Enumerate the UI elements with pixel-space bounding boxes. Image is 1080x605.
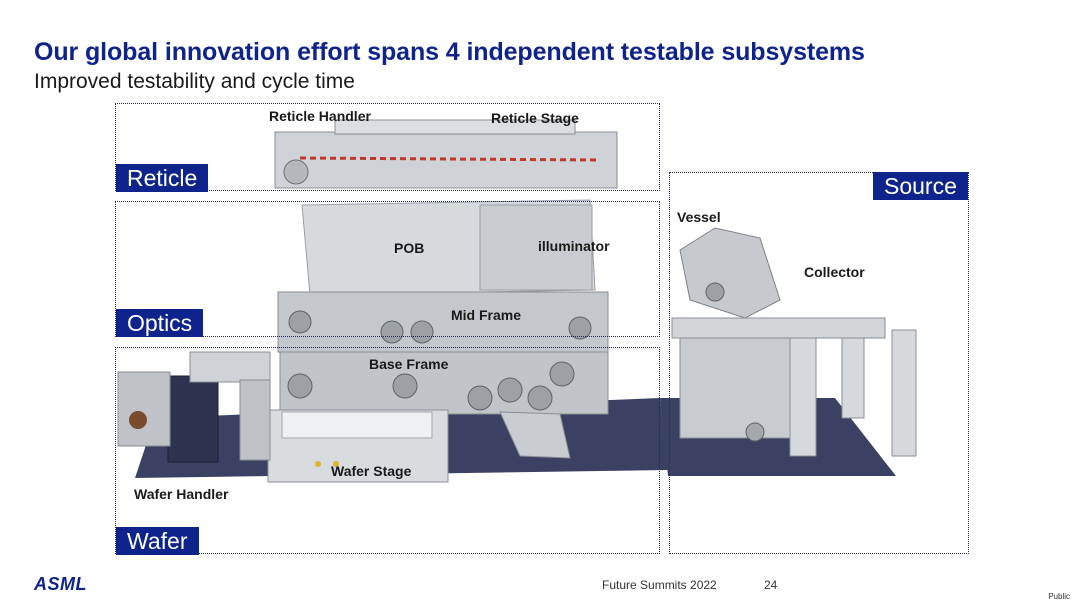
mid-frame-port (568, 316, 592, 340)
base-frame-leg (499, 411, 571, 459)
reticle-handler-label: Reticle Handler (269, 108, 371, 124)
base-frame-port (287, 373, 313, 399)
base-frame-port (392, 373, 418, 399)
wafer-badge: Wafer (116, 527, 199, 555)
optics-badge: Optics (116, 309, 204, 337)
classification-label: Public (1048, 592, 1070, 601)
vessel-label: Vessel (677, 209, 721, 225)
slide-title: Our global innovation effort spans 4 ind… (34, 38, 865, 66)
collector-label: Collector (804, 264, 865, 280)
asml-logo: ASML (34, 574, 87, 594)
event-name: Future Summits 2022 (602, 578, 717, 592)
wafer-handler-column (239, 379, 271, 461)
base-frame-port (527, 385, 553, 411)
source-subsystem-frame (669, 172, 969, 554)
wafer-handler-side (117, 371, 171, 447)
pob-label: POB (394, 240, 425, 256)
reticle-badge: Reticle (116, 164, 209, 192)
slide-subtitle: Improved testability and cycle time (34, 70, 355, 93)
source-leg (789, 337, 817, 457)
wafer-stage-top (281, 411, 433, 439)
reticle-red-cable (299, 156, 601, 162)
wafer-stage-label: Wafer Stage (331, 463, 412, 479)
illuminator-block (479, 204, 593, 291)
source-leg (841, 337, 865, 419)
source-vessel (679, 227, 781, 319)
mid-frame-port (380, 320, 404, 344)
wafer-stage-indicator (315, 461, 321, 467)
source-port (745, 422, 765, 442)
page-number: 24 (764, 578, 778, 592)
reticle-subsystem-frame (115, 103, 660, 191)
source-badge: Source (873, 172, 968, 200)
wafer-subsystem-frame (115, 347, 660, 554)
vessel-port (705, 282, 725, 302)
base-frame-port (497, 377, 523, 403)
mid-frame-port (288, 310, 312, 334)
wafer-handler-arm (189, 351, 271, 383)
mid-frame-label: Mid Frame (451, 307, 522, 323)
base-frame-port (467, 385, 493, 411)
reticle-module-top (334, 119, 576, 135)
mid-frame-port (410, 320, 434, 344)
wafer-stage-indicator (333, 461, 339, 467)
reticle-handler-wheel (283, 159, 309, 185)
wafer-handler-coil (129, 411, 147, 429)
illuminator-label: illuminator (538, 238, 610, 254)
optics-subsystem-frame (115, 201, 660, 337)
source-base (679, 337, 791, 439)
source-leg (891, 329, 917, 457)
base-frame-port (549, 361, 575, 387)
wafer-handler-label: Wafer Handler (134, 486, 229, 502)
base-frame-label: Base Frame (369, 356, 449, 372)
reticle-stage-label: Reticle Stage (491, 110, 579, 126)
